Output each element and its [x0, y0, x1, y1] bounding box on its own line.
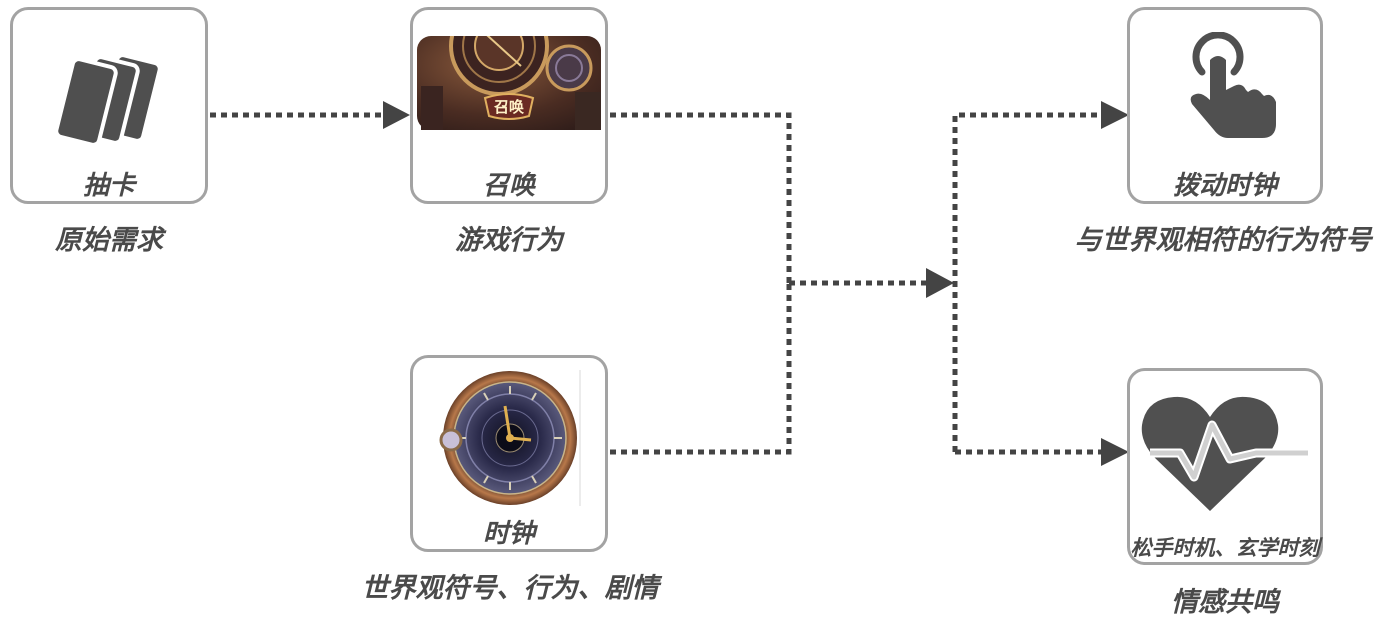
node-label: 拨动时钟: [1172, 171, 1277, 201]
node-clock: 时钟: [410, 355, 608, 552]
node-label: 召唤: [482, 171, 535, 201]
connector-clock-to-merge: [610, 283, 792, 455]
node-label: 时钟: [482, 519, 535, 549]
summon-image-text: 召唤: [494, 98, 524, 116]
cards-icon: [54, 53, 162, 147]
node-caption: 原始需求: [55, 225, 163, 256]
node-caption: 游戏行为: [455, 225, 563, 256]
node-caption: 与世界观相符的行为符号: [1074, 225, 1372, 256]
heartbeat-icon: [1141, 396, 1308, 511]
arrowhead-merge: [926, 268, 954, 298]
arrowhead-summon: [383, 101, 410, 129]
connector-summon-to-merge: [610, 112, 792, 283]
astrolabe-clock-image: [439, 370, 581, 506]
node-caption: 情感共鸣: [1171, 587, 1279, 618]
arrow-split-to-dial: [952, 112, 1103, 452]
node-dial-clock: 拨动时钟: [1127, 7, 1323, 204]
tap-hand-icon: [1190, 32, 1276, 138]
summon-clock-image: 召唤: [417, 36, 601, 130]
arrowhead-dial: [1101, 101, 1129, 129]
arrowhead-resonance: [1101, 438, 1129, 466]
node-overlay-text: 松手时机、玄学时刻: [1130, 536, 1320, 560]
node-summon: 召唤 召唤: [410, 7, 608, 204]
node-label: 抽卡: [82, 171, 135, 201]
node-caption: 世界观符号、行为、剧情: [361, 573, 659, 604]
node-draw-card: 抽卡: [10, 7, 208, 204]
